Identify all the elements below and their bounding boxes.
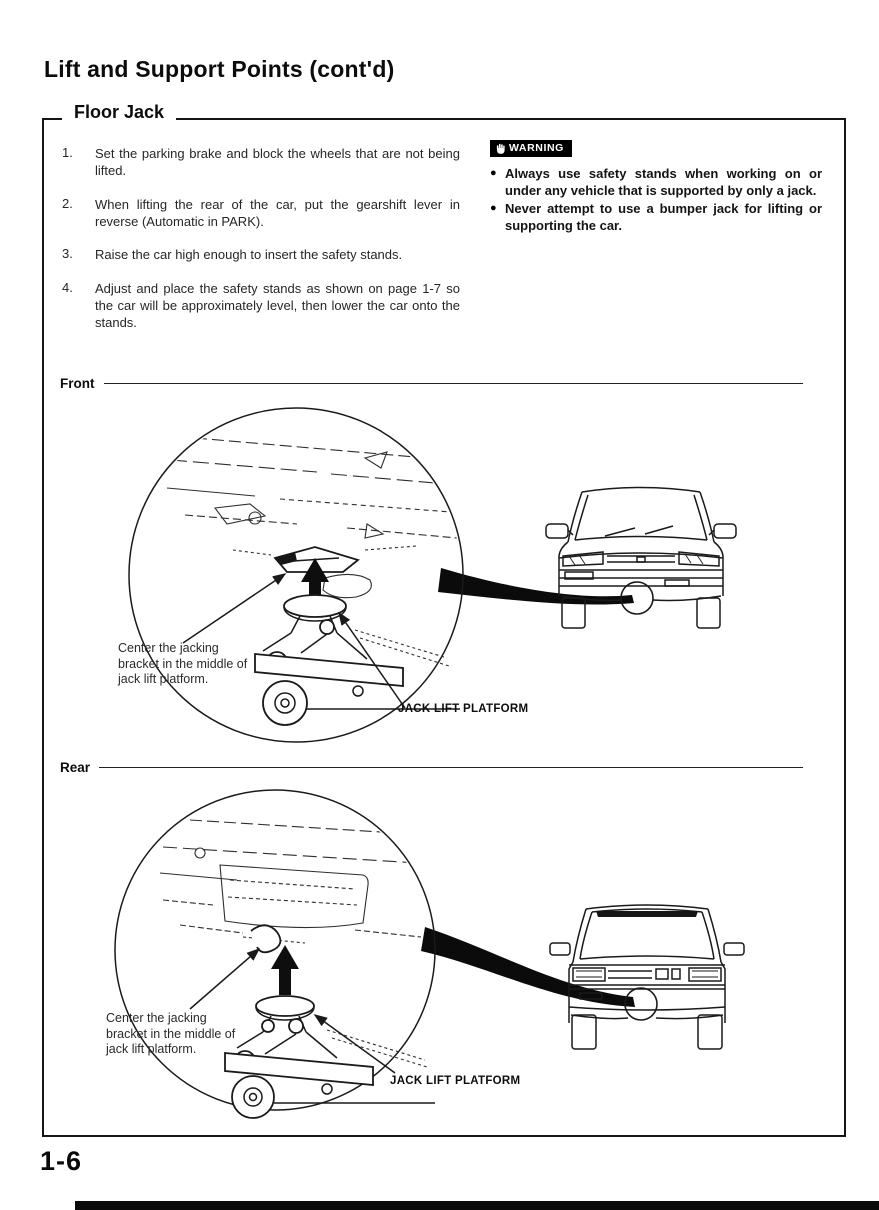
rear-platform-label: JACK LIFT PLATFORM (390, 1075, 521, 1087)
step-row: 3. Raise the car high enough to insert t… (62, 246, 460, 263)
callout-leader-line (189, 948, 261, 1010)
platform-leader-line (338, 611, 406, 709)
magnifier-circle (128, 407, 464, 743)
jack-saddle (255, 995, 315, 1017)
underbody-sketch (159, 819, 422, 944)
page-edge-bar (75, 1201, 879, 1210)
warning-panel: WARNING ● Always use safety stands when … (490, 140, 822, 235)
step-text: Set the parking brake and block the whee… (95, 146, 460, 178)
step-number: 4. (62, 279, 73, 295)
floor-jack-illustration (254, 594, 460, 726)
front-heading-rule (103, 383, 803, 384)
warning-item: ● Always use safety stands when working … (490, 165, 822, 199)
step-number: 2. (62, 195, 73, 211)
floor-jack-illustration (224, 995, 435, 1119)
jack-point-circle (624, 987, 658, 1021)
step-row: 2. When lifting the rear of the car, put… (62, 196, 460, 230)
rear-section-heading: Rear (60, 760, 805, 775)
step-text: Raise the car high enough to insert the … (95, 247, 403, 262)
jack-point-circle (620, 581, 654, 615)
rear-jack-diagram (114, 789, 745, 1119)
floor-jack-box-title: Floor Jack (62, 102, 177, 123)
page-number: 1-6 (40, 1146, 83, 1176)
steps-list: 1. Set the parking brake and block the w… (62, 145, 460, 347)
car-rear-illustration (549, 904, 745, 1050)
callout-leader-line (182, 573, 287, 644)
platform-leader-line (313, 1014, 396, 1074)
front-section-heading: Front (60, 376, 805, 391)
car-front-illustration (545, 486, 737, 629)
bullet-icon: ● (490, 167, 497, 179)
jack-saddle (283, 594, 347, 618)
warning-text: Always use safety stands when working on… (505, 166, 822, 198)
step-number: 3. (62, 246, 73, 261)
warning-item: ● Never attempt to use a bumper jack for… (490, 200, 822, 234)
warning-badge: WARNING (490, 140, 572, 157)
jack-wheel (262, 680, 308, 726)
swoosh-connector (438, 568, 634, 605)
front-heading-label: Front (60, 376, 95, 391)
jack-wheel (231, 1075, 275, 1119)
warning-label: WARNING (509, 142, 564, 154)
warning-text: Never attempt to use a bumper jack for l… (505, 201, 822, 233)
step-number: 1. (62, 145, 73, 160)
front-platform-label: JACK LIFT PLATFORM (398, 703, 529, 715)
rear-heading-rule (99, 767, 803, 768)
front-callout-text: Center the jacking bracket in the middle… (118, 641, 248, 686)
warning-items: ● Always use safety stands when working … (490, 165, 822, 234)
bullet-icon: ● (490, 202, 497, 214)
hand-warning-icon (496, 143, 505, 154)
step-row: 4. Adjust and place the safety stands as… (62, 280, 460, 331)
swoosh-connector (421, 927, 635, 1007)
step-text: When lifting the rear of the car, put th… (95, 196, 460, 229)
up-arrow-icon (271, 945, 299, 995)
jack-bracket (273, 546, 360, 573)
front-jack-diagram (128, 407, 737, 743)
underbody-sketch (166, 437, 458, 599)
rear-heading-label: Rear (60, 760, 91, 775)
rear-callout-text: Center the jacking bracket in the middle… (106, 1011, 236, 1056)
step-text: Adjust and place the safety stands as sh… (95, 280, 460, 330)
page-title: Lift and Support Points (cont'd) (44, 56, 395, 82)
floor-jack-box (42, 118, 846, 1137)
magnifier-circle (114, 789, 436, 1111)
step-row: 1. Set the parking brake and block the w… (62, 145, 460, 179)
jack-bracket (250, 924, 282, 954)
